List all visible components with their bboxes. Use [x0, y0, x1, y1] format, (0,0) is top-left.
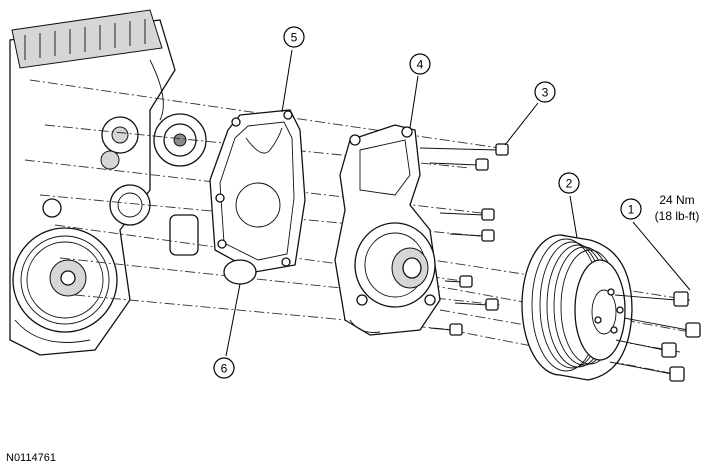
callout-2-label: 2	[566, 177, 573, 191]
callout-5: 5	[283, 26, 305, 48]
o-ring-seal	[223, 259, 257, 285]
bolt	[439, 208, 495, 221]
torque-metric: 24 Nm	[659, 193, 695, 207]
water-pump-gasket	[209, 109, 306, 273]
torque-specification: 24 Nm (18 lb-ft)	[642, 192, 712, 224]
callout-4-label: 4	[417, 58, 424, 72]
torque-imperial: (18 lb-ft)	[654, 209, 700, 223]
callout-5-label: 5	[291, 31, 298, 45]
engine-block	[9, 9, 207, 356]
callout-1: 1	[620, 198, 642, 220]
water-pump-pulley	[521, 234, 633, 381]
bolt	[614, 291, 689, 307]
bolt	[615, 339, 677, 358]
figure-id: N0114761	[6, 452, 56, 464]
pulley-bolts	[609, 291, 701, 382]
bolt	[429, 158, 489, 171]
bolt	[609, 361, 685, 382]
callout-4: 4	[409, 53, 431, 75]
bolt	[429, 323, 463, 336]
bolt	[454, 298, 499, 311]
callout-3-label: 3	[542, 86, 549, 100]
bolt	[419, 143, 509, 156]
bolt	[449, 229, 495, 242]
bolt	[444, 275, 473, 288]
leader-lines	[225, 49, 691, 357]
housing-bolts	[419, 143, 509, 336]
callout-2: 2	[558, 172, 580, 194]
callout-3: 3	[534, 81, 556, 103]
callout-6: 6	[213, 357, 235, 379]
callout-6-label: 6	[221, 362, 228, 376]
water-pump-housing	[334, 124, 441, 336]
bolt	[623, 317, 701, 338]
callout-1-label: 1	[628, 203, 635, 217]
